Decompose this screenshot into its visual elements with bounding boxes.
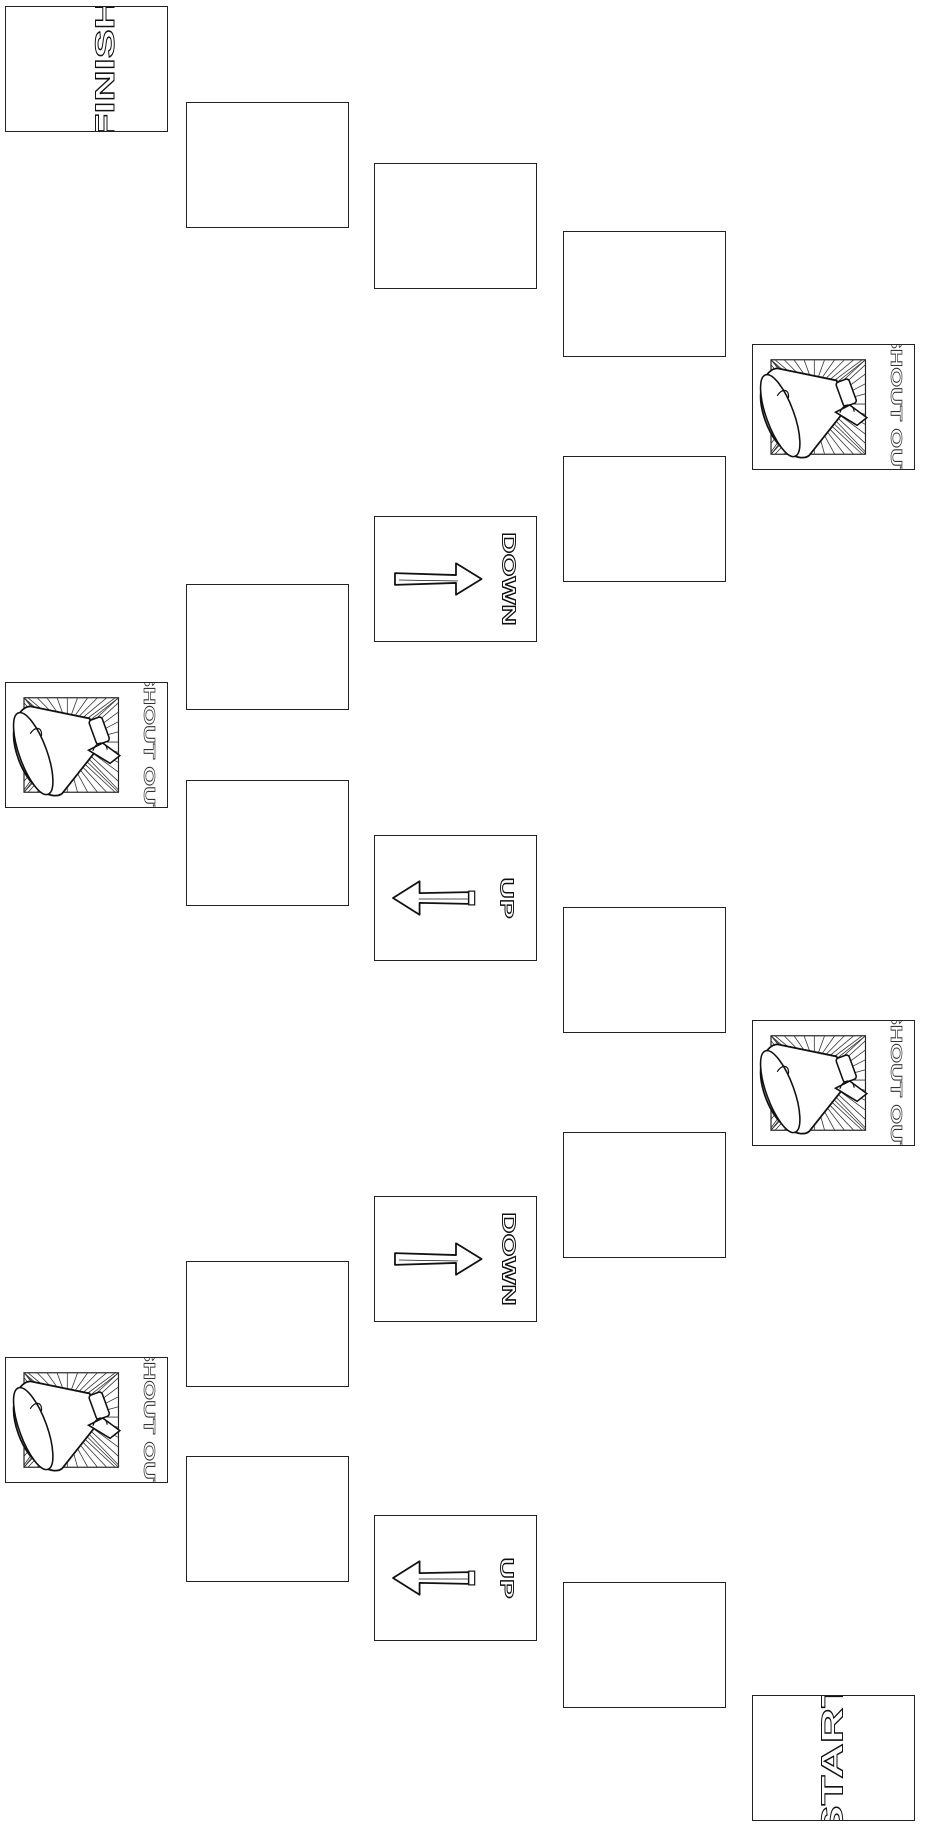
blank-space [186,1456,349,1582]
finish-space: FINISH [5,6,168,132]
down-label: DOWN [498,532,518,625]
start-space: START [752,1695,915,1821]
blank-space [563,1132,726,1258]
blank-space [186,102,349,228]
shout-out-label: SHOUT OUT [887,345,905,469]
shout-out-label: SHOUT OUT [887,1021,905,1145]
arrow-right-icon [395,1243,482,1274]
arrow-right-icon [395,563,482,594]
shout-out-label: SHOUT OUT [140,683,158,807]
finish-label: FINISH [89,7,120,131]
shout-out-space: SHOUT OUT [5,1357,168,1483]
shout-out-space: SHOUT OUT [752,1020,915,1146]
blank-space [563,1582,726,1708]
down-label: DOWN [498,1212,518,1305]
blank-space [374,163,537,289]
blank-space [186,584,349,710]
megaphone-icon [753,345,872,466]
arrow-left-icon [393,1561,475,1594]
blank-space [563,231,726,357]
up-label: UP [496,1558,516,1599]
shout-out-space: SHOUT OUT [5,682,168,808]
megaphone-icon [6,1358,125,1479]
blank-space [563,907,726,1033]
blank-space [563,456,726,582]
shout-out-space: SHOUT OUT [752,344,915,470]
up-space: UP [374,1515,537,1641]
megaphone-icon [753,1021,872,1142]
blank-space [186,1261,349,1387]
shout-out-label: SHOUT OUT [140,1358,158,1482]
megaphone-icon [6,683,125,804]
down-space: DOWN [374,1196,537,1322]
up-space: UP [374,835,537,961]
up-label: UP [496,878,516,919]
down-space: DOWN [374,516,537,642]
blank-space [186,780,349,906]
start-label: START [815,1696,849,1820]
arrow-left-icon [393,881,475,914]
